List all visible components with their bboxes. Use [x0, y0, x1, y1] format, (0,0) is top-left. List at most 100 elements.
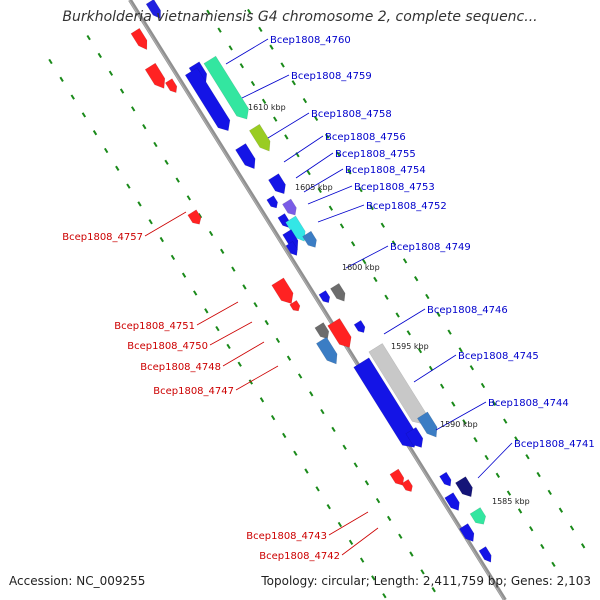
- tick-mark: [517, 508, 523, 514]
- tick-mark: [70, 94, 75, 100]
- gene-label-plus: Bcep1808_4753: [354, 182, 435, 193]
- tick-mark: [409, 551, 414, 557]
- gene-arrow: [389, 468, 405, 486]
- map-title: Burkholderia vietnamiensis G4 chromosome…: [62, 9, 538, 25]
- leader-line: [225, 38, 269, 65]
- leader-line: [413, 354, 457, 383]
- tick-mark: [428, 365, 434, 372]
- tick-mark: [181, 272, 187, 278]
- gene-label-plus: Bcep1808_4754: [345, 165, 426, 176]
- tick-mark: [259, 397, 265, 403]
- tick-mark: [425, 293, 430, 300]
- leader-line: [144, 211, 187, 237]
- backbone-line: [128, 0, 507, 600]
- accession-text: Accession: NC_009255: [9, 574, 146, 588]
- gene-arrow: [455, 476, 473, 498]
- leader-line: [383, 308, 426, 335]
- gene-arrow: [187, 209, 202, 225]
- scale-label: 1590 kbp: [440, 420, 478, 429]
- tick-mark: [328, 205, 334, 211]
- tick-mark: [142, 124, 147, 130]
- tick-mark: [536, 471, 541, 478]
- backbone-line-inner: [128, 0, 505, 600]
- tick-mark: [439, 383, 445, 389]
- tick-mark: [350, 241, 356, 247]
- tick-mark: [420, 569, 425, 575]
- tick-mark: [414, 276, 419, 282]
- tick-mark: [320, 408, 325, 415]
- tick-mark: [436, 311, 441, 317]
- tick-mark: [503, 418, 508, 424]
- tick-mark: [380, 222, 385, 228]
- tick-mark: [206, 9, 211, 15]
- tick-mark: [462, 419, 467, 425]
- tick-mark: [506, 490, 512, 496]
- gene-label-plus: Bcep1808_4759: [291, 71, 372, 82]
- leader-line: [477, 442, 513, 479]
- tick-mark: [131, 106, 136, 112]
- gene-arrow: [203, 55, 249, 120]
- gene-arrow: [285, 215, 306, 242]
- scale-label: 1600 kbp: [342, 263, 380, 272]
- tick-mark: [348, 539, 354, 545]
- tick-mark: [382, 593, 387, 599]
- leader-line: [317, 204, 365, 223]
- tick-mark: [540, 543, 545, 550]
- tick-mark: [514, 436, 519, 442]
- gene-arrow: [144, 62, 166, 89]
- label-leader-lines: [144, 38, 513, 556]
- tick-mark: [253, 302, 258, 308]
- gene-label-minus: Bcep1808_4750: [127, 341, 208, 352]
- tick-mark: [391, 240, 397, 246]
- tick-mark: [337, 521, 343, 528]
- gene-label-plus: Bcep1808_4760: [270, 35, 351, 46]
- tick-mark: [359, 557, 365, 563]
- tick-mark: [217, 27, 222, 33]
- tick-mark: [269, 44, 274, 50]
- tick-mark: [371, 575, 376, 581]
- tick-mark: [417, 347, 423, 354]
- tick-mark: [291, 80, 296, 86]
- tick-mark: [126, 183, 131, 189]
- leader-line: [283, 135, 324, 163]
- tick-mark: [547, 489, 552, 496]
- tick-mark: [431, 587, 436, 593]
- tick-mark: [317, 187, 322, 194]
- gene-arrow: [318, 290, 331, 304]
- leader-line: [328, 511, 369, 536]
- tick-mark: [347, 169, 352, 175]
- tick-mark: [473, 437, 478, 443]
- gene-label-minus: Bcep1808_4751: [114, 321, 195, 332]
- leader-line: [435, 401, 487, 431]
- tick-mark: [103, 147, 109, 154]
- leader-line: [241, 74, 290, 99]
- tick-mark: [569, 525, 575, 531]
- tick-mark: [558, 507, 564, 513]
- tick-mark: [331, 426, 336, 433]
- tick-mark: [469, 365, 475, 371]
- leader-line: [295, 152, 334, 179]
- gene-arrow: [266, 195, 278, 209]
- tick-mark: [258, 26, 263, 33]
- gene-arrow: [368, 343, 427, 425]
- tick-mark: [228, 45, 233, 51]
- tick-mark: [580, 543, 586, 549]
- tick-mark: [48, 58, 53, 65]
- gene-arrow: [164, 78, 178, 93]
- gene-arrow: [289, 300, 301, 312]
- tick-mark: [148, 219, 153, 225]
- tick-mark: [248, 379, 254, 385]
- gene-label-minus: Bcep1808_4748: [140, 362, 221, 373]
- tick-mark: [339, 223, 345, 229]
- tick-mark: [373, 276, 378, 283]
- tick-mark: [226, 343, 231, 350]
- tick-mark: [406, 330, 411, 336]
- tick-mark: [208, 230, 214, 237]
- tick-mark: [159, 236, 164, 243]
- gene-label-plus: Bcep1808_4756: [325, 132, 406, 143]
- tick-mark: [86, 34, 91, 41]
- tick-mark: [451, 401, 456, 407]
- tick-mark: [59, 76, 64, 82]
